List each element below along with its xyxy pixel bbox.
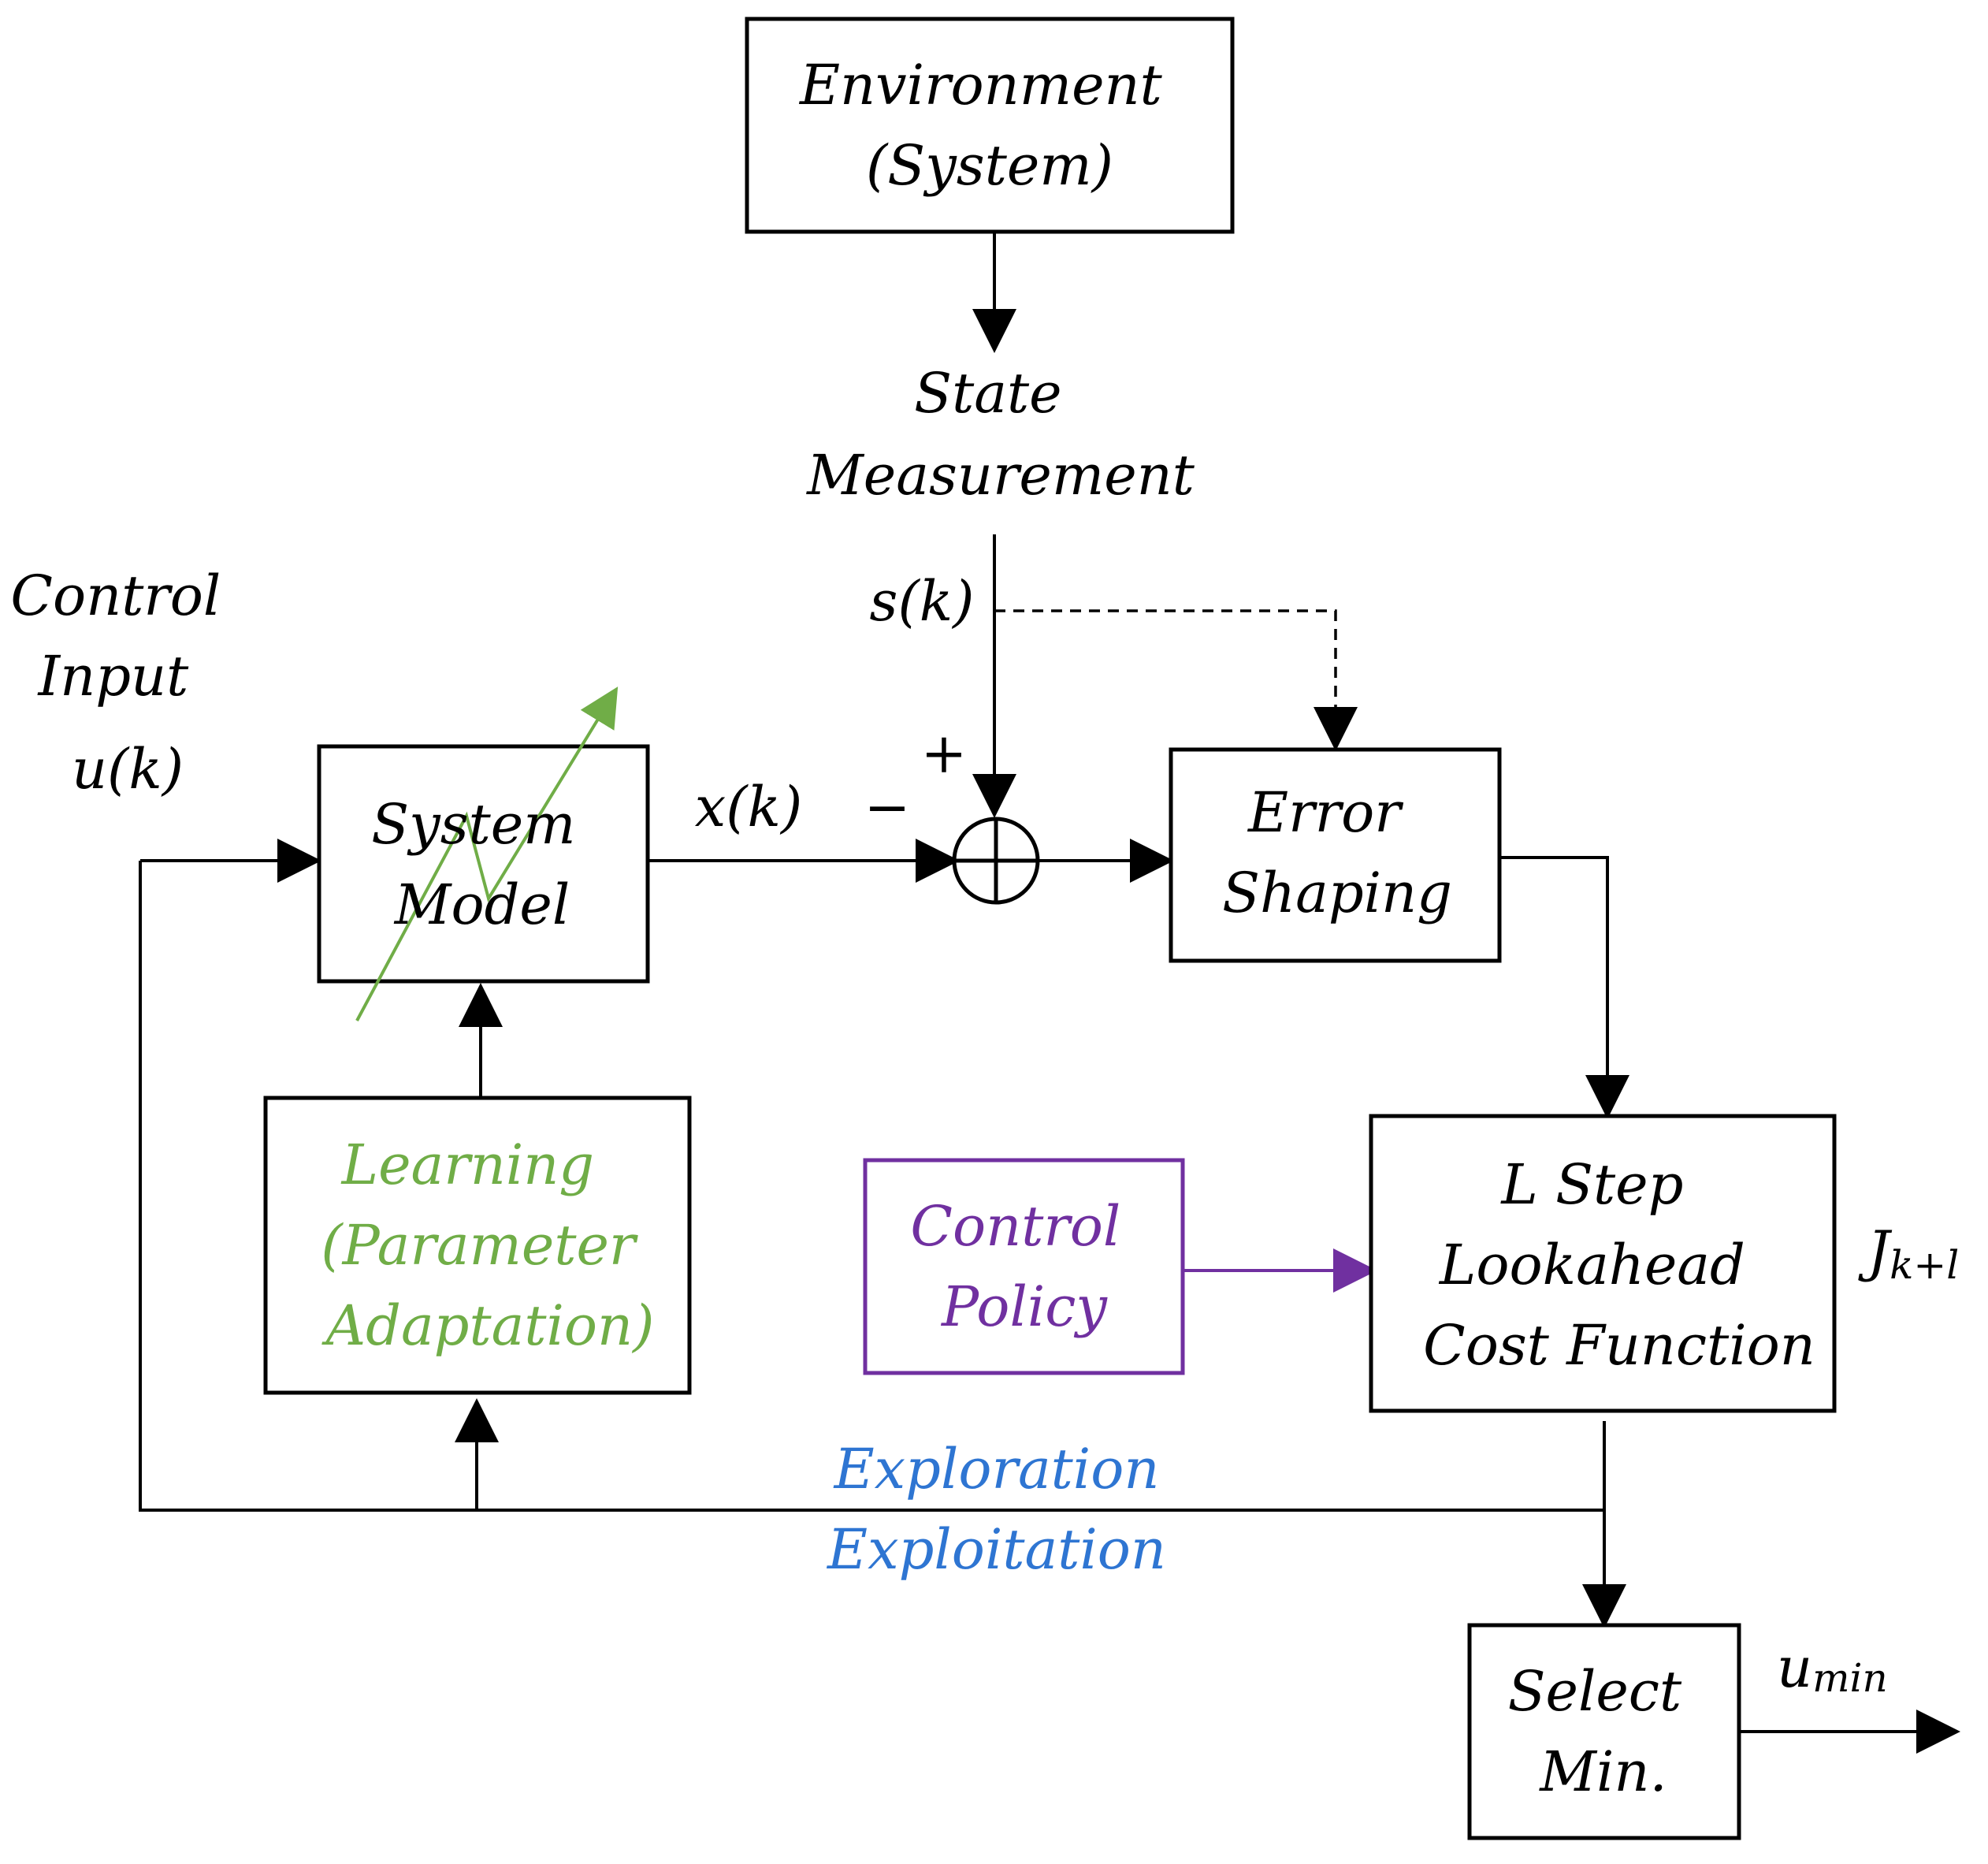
minus-sign: − xyxy=(864,775,911,839)
system-model-box xyxy=(317,744,650,984)
select-min-label: Select Min. xyxy=(1508,1659,1700,1804)
control-input-label: Control Input u(k) xyxy=(10,564,238,802)
environment-box xyxy=(745,17,1235,234)
output-signal-label: umin xyxy=(1777,1635,1888,1701)
lookahead-box xyxy=(1369,1114,1837,1413)
exploration-label: Exploration xyxy=(833,1437,1160,1501)
learning-label: Learning (Parameter Adaptation) xyxy=(321,1133,654,1358)
control-policy-box xyxy=(863,1158,1185,1375)
cost-signal-label: Jk+l xyxy=(1858,1219,1959,1288)
system-model-label: System Model xyxy=(371,792,593,937)
model-output-label: x(k) xyxy=(695,775,803,839)
error-to-lookahead-arrow xyxy=(1501,856,1629,1119)
state-to-error-dashed-arrow xyxy=(994,609,1358,751)
error-shaping-box xyxy=(1169,747,1502,963)
exploitation-label: Exploitation xyxy=(826,1517,1166,1582)
select-min-box xyxy=(1467,1623,1741,1840)
summing-junction xyxy=(952,817,1040,905)
plus-sign: + xyxy=(921,721,968,786)
adaptation-arrow-icon xyxy=(355,686,619,1021)
lookahead-label: L Step Lookahead Cost Function xyxy=(1423,1152,1815,1378)
state-measurement-label: State Measurement xyxy=(805,361,1195,508)
environment-label: Environment (System) xyxy=(798,53,1180,198)
feedback-loop-line xyxy=(139,861,1604,1512)
error-shaping-label: Error Shaping xyxy=(1222,780,1452,925)
control-policy-label: Control Policy xyxy=(910,1194,1138,1339)
learning-box xyxy=(263,1096,692,1395)
state-signal-label: s(k) xyxy=(870,569,975,634)
